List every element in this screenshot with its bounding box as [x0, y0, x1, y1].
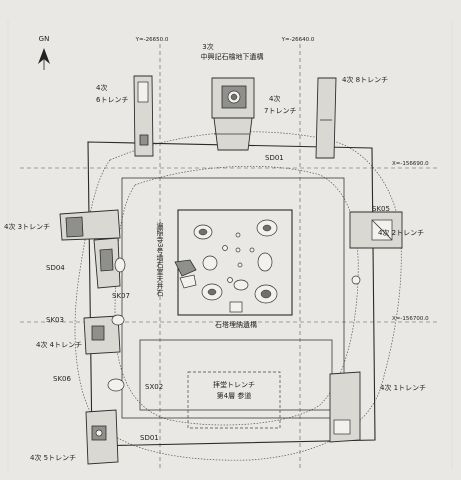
grid-label-x-top: X=-156690.0 [392, 161, 429, 167]
trench-4ji-8 [315, 77, 337, 159]
trench-4ji-1 [329, 371, 361, 443]
label-sk06: SK06 [53, 375, 71, 383]
grid-label-y-right: Y=-26640.0 [281, 37, 315, 43]
label-t4-8: 4次 8トレンチ [342, 75, 388, 84]
label-sk05: SK05 [372, 205, 390, 213]
label-sd04: SD04 [46, 264, 65, 272]
label-sk03: SK03 [46, 316, 64, 324]
trench-4ji-5 [85, 409, 119, 465]
label-t4-4: 4次 4トレンチ [36, 340, 82, 349]
grid-label-x-bottom: X=-156700.0 [392, 316, 429, 322]
mound-contour-inner [114, 165, 359, 426]
label-worship-a: 拝堂トレンチ [213, 380, 255, 389]
page-texture [7, 20, 453, 470]
north-label: GN [39, 35, 50, 43]
label-3ji-feature: 中興記石檜地下遺構 [201, 52, 264, 61]
label-sd01-top: SD01 [265, 154, 284, 162]
label-t4-7-b: 7トレンチ [264, 107, 296, 115]
label-t4-7-a: 4次 [269, 94, 280, 103]
label-sd01-bottom: SD01 [140, 434, 159, 442]
north-arrow-icon [38, 48, 50, 70]
label-t4-1: 4次 1トレンチ [380, 383, 426, 392]
trench-4ji-4 [83, 315, 121, 355]
grid-label-y-left: Y=-26650.0 [135, 37, 169, 43]
inner-platform [121, 177, 345, 419]
label-t4-3: 4次 3トレンチ [4, 222, 50, 231]
trench-3ji-top [211, 77, 255, 151]
label-3ji: 3次 [202, 42, 213, 51]
trench-4ji-3 [59, 209, 121, 289]
trench-4ji-2 [349, 211, 403, 249]
label-sx02: SX02 [145, 383, 163, 391]
pit-features [107, 257, 361, 392]
label-t4-2: 4次 2トレンチ [378, 228, 424, 237]
label-t4-5: 4次 5トレンチ [30, 453, 76, 462]
label-t4-6-b: 6トレンチ [96, 96, 128, 104]
label-t4-6-a: 4次 [96, 83, 107, 92]
foundation-stones [193, 219, 278, 304]
label-roof-stone: 遍照寺3号墳石室天井石 [156, 221, 164, 297]
roof-stone [174, 259, 197, 289]
label-sk07: SK07 [112, 292, 130, 300]
worship-trench [187, 371, 281, 429]
label-stone-pagoda: 石塔埋納遺構 [215, 320, 257, 329]
mound-contour [74, 131, 402, 461]
stone-pagoda-feature [229, 301, 243, 313]
trench-4ji-6 [133, 75, 154, 157]
label-worship-b: 第4層 参道 [217, 391, 252, 400]
